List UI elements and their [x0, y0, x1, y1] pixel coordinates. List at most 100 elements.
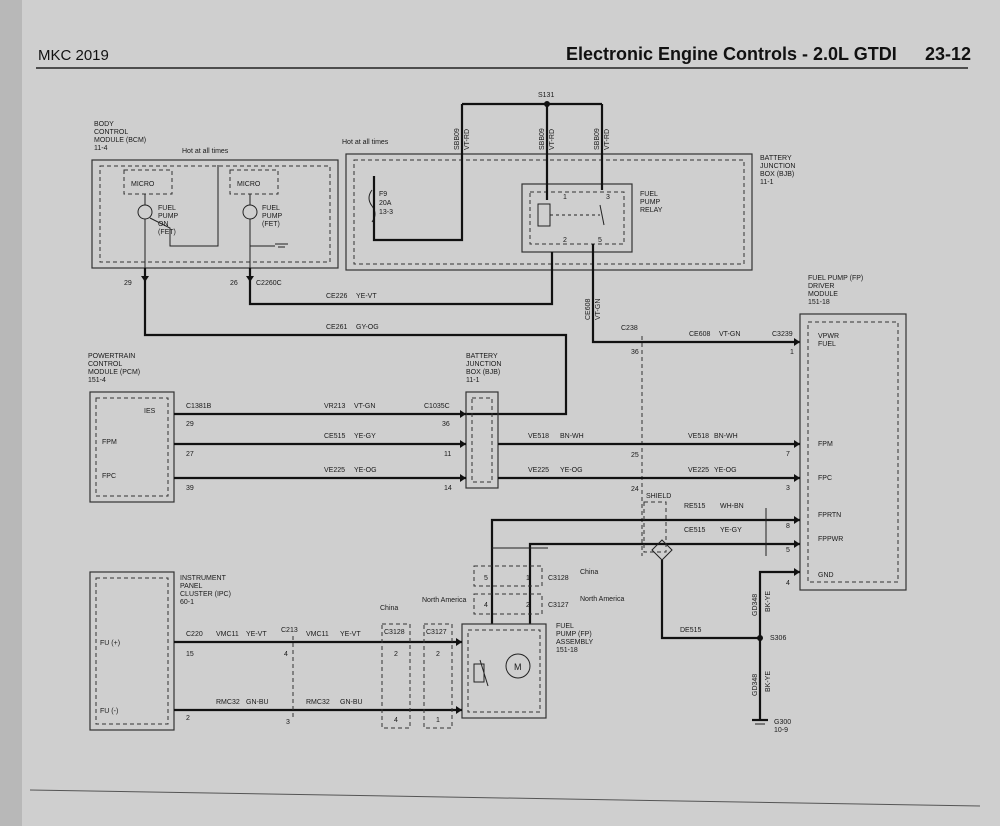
- wire-yevt-b-label: YE-VT: [340, 631, 361, 638]
- wire-yeog-c-label: YE-OG: [714, 467, 737, 474]
- bcm-module: [91, 159, 339, 269]
- c3127-pin-4: 4: [484, 602, 488, 609]
- fuel-pump-on-1: FUEL: [158, 205, 176, 212]
- pin-39-pcm: 39: [186, 485, 194, 492]
- fuel-pump-on-3: ON: [158, 221, 169, 228]
- pcm-label-1: POWERTRAIN: [88, 353, 135, 360]
- fuel-pump-fet-3: (FET): [262, 221, 280, 228]
- pin-gnd: GND: [818, 572, 834, 579]
- pin-fu-pos: FU (+): [100, 640, 120, 647]
- bjb2-label-1: BATTERY: [466, 353, 498, 360]
- pin-36-bjb: 36: [442, 421, 450, 428]
- wire-ce515b-label: CE515: [684, 527, 706, 534]
- c3127-pin-1-lower: 1: [436, 717, 440, 724]
- wire-vr213-label: VR213: [324, 403, 346, 410]
- micro-label-1: MICRO: [131, 181, 155, 188]
- wire-ce515-fp: [528, 542, 800, 624]
- connector-c3239: C3239: [772, 331, 793, 338]
- wire-vmc11b-label: VMC11: [306, 631, 329, 638]
- fuse-label-3: 13-3: [379, 209, 393, 216]
- pin-fppwr: FPPWR: [818, 536, 843, 543]
- wire-sbb09-a: SBB09: [454, 128, 461, 150]
- wire-vtgn2-label: VT-GN: [354, 403, 375, 410]
- fp-assembly-label-2: PUMP (FP): [556, 631, 592, 638]
- pin-24-c238: 24: [631, 486, 639, 493]
- bjb-hot-label: Hot at all times: [342, 139, 389, 146]
- wire-ce261: [143, 268, 568, 416]
- c3127-pin-2: 2: [526, 602, 530, 609]
- connector-c3128-box: [473, 565, 543, 587]
- ipc-label-4: 60-1: [180, 599, 194, 606]
- pcm-label-2: CONTROL: [88, 361, 122, 368]
- pin-fpc: FPC: [102, 473, 116, 480]
- bcm-label-2: CONTROL: [94, 129, 128, 136]
- pin-4-c213: 4: [284, 651, 288, 658]
- pin-36-c238: 36: [631, 349, 639, 356]
- pin-25-c238: 25: [631, 452, 639, 459]
- pin-ies: IES: [144, 408, 156, 415]
- motor-icon: [505, 653, 531, 679]
- relay-box: [521, 183, 633, 253]
- fpdm-label-4: 151-18: [808, 299, 830, 306]
- pcm-module: [89, 391, 175, 503]
- micro-box-2: [229, 169, 279, 195]
- page-title: Electronic Engine Controls - 2.0L GTDI: [566, 44, 897, 64]
- fet-icon-2: [242, 204, 258, 220]
- relay-label-2: PUMP: [640, 199, 661, 206]
- wire-rmc32b-label: RMC32: [306, 699, 330, 706]
- pin-1-fpdm: 1: [790, 349, 794, 356]
- bcm-label-3: MODULE (BCM): [94, 137, 146, 144]
- fet-icon-1: [137, 204, 153, 220]
- wire-ce608-v-label: CE608: [585, 298, 592, 320]
- wire-vtrd-a: VT-RD: [464, 129, 471, 150]
- wire-ve225b-label: VE225: [528, 467, 549, 474]
- wire-yevt-label: YE-VT: [356, 293, 377, 300]
- ground-g300-label-1: G300: [774, 719, 791, 726]
- connector-c1381b: C1381B: [186, 403, 212, 410]
- wire-vtgn-label: VT-GN: [719, 331, 740, 338]
- wire-re515-label: RE515: [684, 503, 706, 510]
- fuel-pump-fet-2: PUMP: [262, 213, 283, 220]
- ipc-label-2: PANEL: [180, 583, 203, 590]
- wire-yegy-a-label: YE-GY: [354, 433, 376, 440]
- relay-pin-2: 2: [563, 237, 567, 244]
- bjb2-label-3: BOX (BJB): [466, 369, 500, 376]
- wire-re515: [490, 518, 800, 624]
- na-label-top: North America: [580, 596, 624, 603]
- wire-bkye-b-label: BK-YE: [765, 671, 772, 692]
- connector-c3128-top: C3128: [548, 575, 569, 582]
- connector-c220: C220: [186, 631, 203, 638]
- bjb2-label-2: JUNCTION: [466, 361, 501, 368]
- pin-5-fpdm: 5: [786, 547, 790, 554]
- pin-11-bjb: 11: [444, 451, 451, 458]
- bjb2-module: [465, 391, 499, 489]
- wire-gd348: [758, 570, 800, 720]
- relay-label-1: FUEL: [640, 191, 658, 198]
- pin-fprtn: FPRTN: [818, 512, 841, 519]
- connector-c238: C238: [621, 325, 638, 332]
- bcm-hot-label: Hot at all times: [182, 148, 229, 155]
- connector-c3127-top: C3127: [548, 602, 569, 609]
- micro-box-1: [123, 169, 173, 195]
- fp-assembly-label-1: FUEL: [556, 623, 574, 630]
- wire-ce515a-label: CE515: [324, 433, 346, 440]
- bjb-module: [345, 153, 753, 271]
- fuel-pump-on-2: PUMP: [158, 213, 179, 220]
- c3128-pin-2-lower: 2: [394, 651, 398, 658]
- wire-vtgn-v-label: VT-GN: [595, 299, 602, 320]
- pin-fpm: FPM: [102, 439, 117, 446]
- pin-3-fpdm: 3: [786, 485, 790, 492]
- fuse-label-1: F9: [379, 191, 387, 198]
- shield-label: SHIELD: [646, 493, 671, 500]
- pin-15-ipc: 15: [186, 651, 194, 658]
- wire-sbb09-b: SBB09: [539, 128, 546, 150]
- c3128-pin-4-lower: 4: [394, 717, 398, 724]
- splice-s306: S306: [770, 635, 786, 642]
- pcm-label-4: 151-4: [88, 377, 106, 384]
- wire-ve518a-label: VE518: [528, 433, 549, 440]
- wire-ce608-label: CE608: [689, 331, 711, 338]
- relay-pin-3: 3: [606, 194, 610, 201]
- fp-assembly-label-3: ASSEMBLY: [556, 639, 594, 646]
- wire-yeog-b-label: YE-OG: [560, 467, 583, 474]
